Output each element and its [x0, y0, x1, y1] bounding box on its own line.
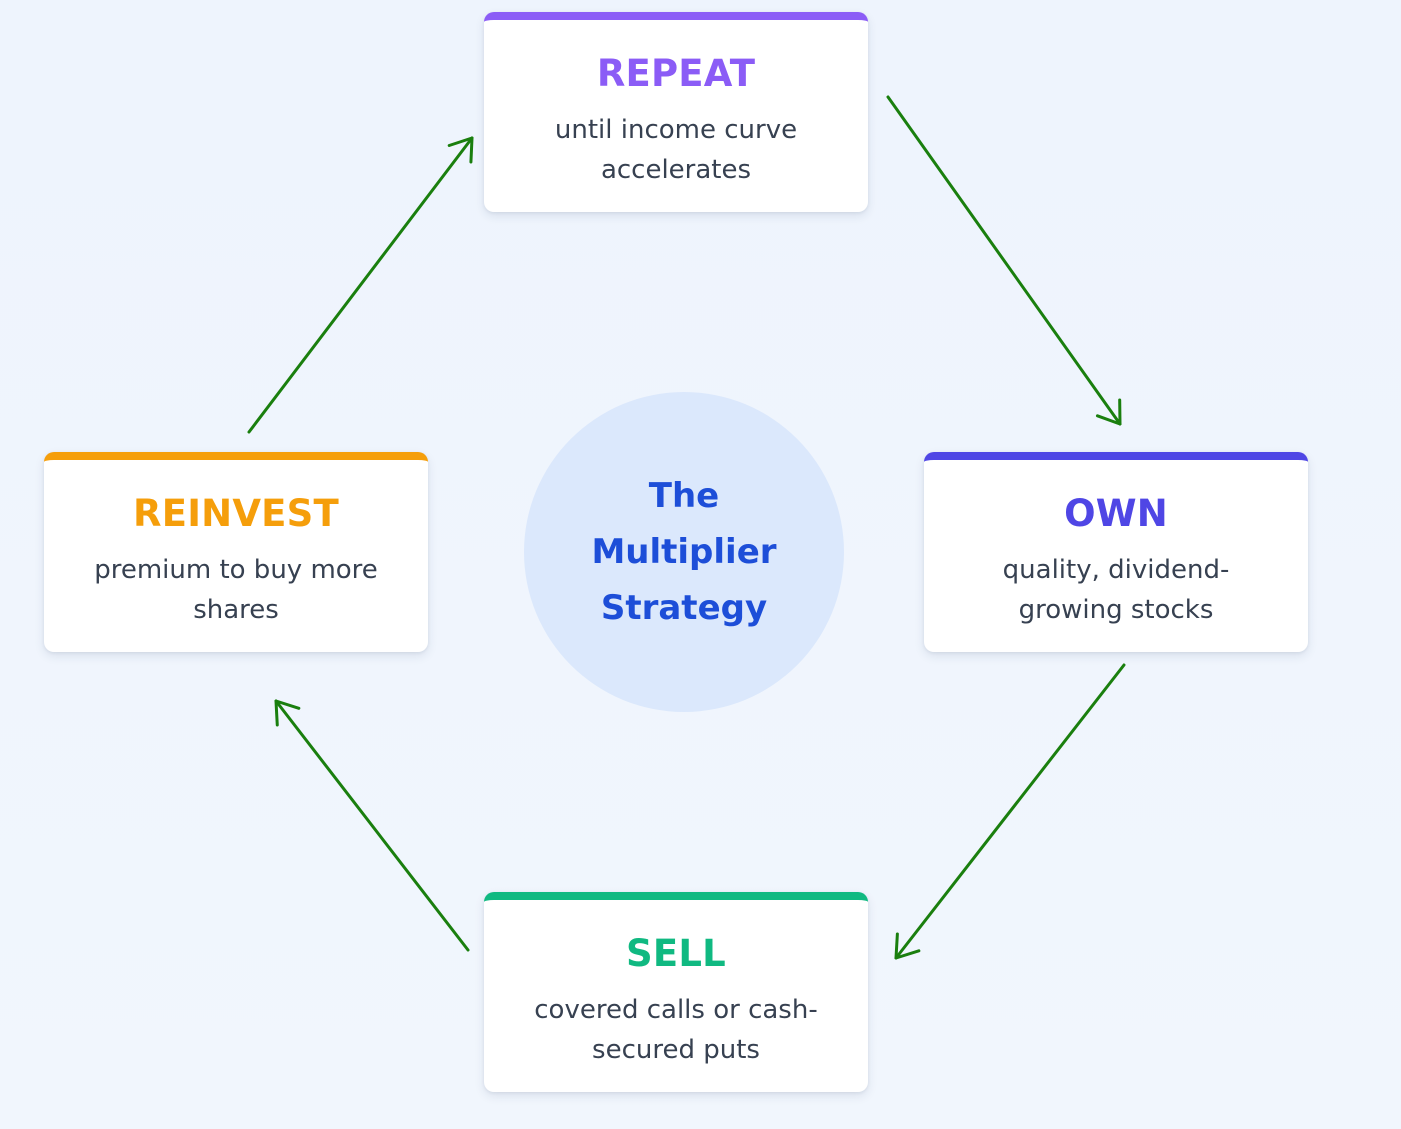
step-description-own: quality, dividend-growing stocks: [1002, 555, 1230, 625]
step-description-repeat: until income curve accelerates: [554, 115, 798, 185]
arrowhead: [274, 699, 301, 727]
step-title-own: OWN: [1064, 492, 1168, 535]
arrow-repeat-to-own: [886, 95, 1122, 426]
arrow-reinvest-to-repeat: [247, 136, 474, 434]
arrowhead: [447, 136, 474, 164]
step-card-own: OWN quality, dividend-growing stocks: [924, 452, 1308, 652]
step-description-sell: covered calls or cash-secured puts: [534, 995, 818, 1065]
center-title: The Multiplier Strategy: [591, 476, 777, 628]
step-title-reinvest: REINVEST: [133, 492, 339, 535]
center-circle: The Multiplier Strategy: [524, 392, 844, 712]
step-title-repeat: REPEAT: [596, 52, 756, 95]
step-title-sell: SELL: [626, 932, 726, 975]
arrow-sell-to-reinvest: [274, 699, 470, 952]
arrowhead: [1095, 398, 1122, 426]
arrowhead: [894, 932, 921, 960]
step-card-repeat: REPEAT until income curve accelerates: [484, 12, 868, 212]
step-description-reinvest: premium to buy more shares: [94, 555, 378, 625]
step-card-reinvest: REINVEST premium to buy more shares: [44, 452, 428, 652]
step-card-sell: SELL covered calls or cash-secured puts: [484, 892, 868, 1092]
arrow-own-to-sell: [894, 663, 1126, 960]
